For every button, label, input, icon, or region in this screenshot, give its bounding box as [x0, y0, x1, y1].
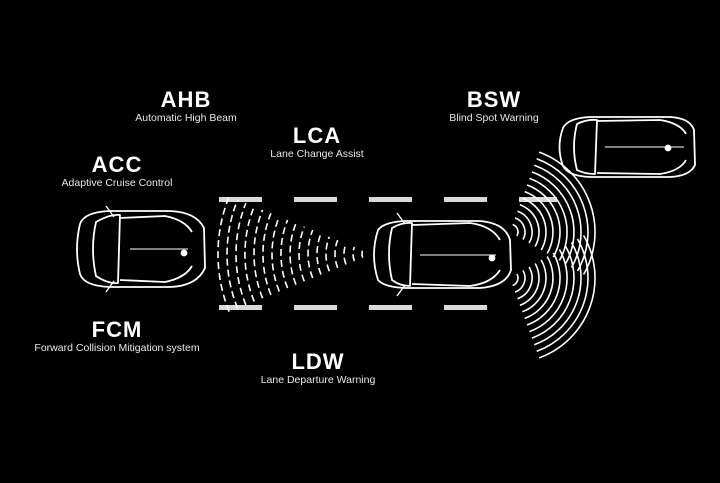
- sensor-wave-arc: [538, 235, 596, 359]
- sensor-wave-arc: [531, 245, 575, 339]
- sensor-wave-arc: [534, 164, 582, 268]
- sensor-wave-arc: [512, 273, 519, 287]
- sensor-wave-arc: [280, 219, 289, 289]
- sensor-wave-arc: [512, 223, 519, 237]
- sensor-wave-arc: [531, 171, 575, 265]
- sensor-wave-arc: [271, 216, 281, 292]
- ahb-abbr: AHB: [160, 87, 212, 112]
- rear-lower-sensor-waves: [512, 235, 596, 359]
- lane-dash: [369, 197, 412, 202]
- sensor-wave-arc: [514, 270, 526, 293]
- acc-label: ACC Adaptive Cruise Control: [62, 153, 173, 190]
- acc-abbr: ACC: [91, 152, 143, 177]
- sensor-wave-arc: [519, 203, 540, 247]
- ldw-name: Lane Departure Warning: [260, 374, 376, 386]
- sensor-wave-arc: [316, 233, 322, 275]
- sensor-wave-arc: [517, 210, 533, 244]
- sensor-wave-arc: [522, 197, 547, 251]
- rear-upper-sensor-waves: [512, 151, 596, 275]
- lane-dash: [444, 197, 487, 202]
- bsw-name: Blind Spot Warning: [449, 112, 539, 124]
- lane-dash: [219, 305, 262, 310]
- bsw-label: BSW Blind Spot Warning: [449, 88, 539, 125]
- sensor-wave-arc: [524, 190, 554, 254]
- sensor-wave-arc: [244, 206, 255, 302]
- front-sensor-waves: [217, 196, 364, 312]
- sensor-wave-arc: [217, 196, 230, 312]
- lane-dash: [294, 305, 337, 310]
- sensor-wave-arc: [262, 212, 272, 296]
- ahb-name: Automatic High Beam: [135, 112, 237, 124]
- sensor-wave-arc: [538, 151, 596, 275]
- lca-name: Lane Change Assist: [270, 148, 364, 160]
- sensor-wave-arc: [536, 238, 589, 353]
- acc-name: Adaptive Cruise Control: [61, 177, 173, 189]
- sensor-wave-arc: [253, 209, 264, 299]
- sensor-wave-arc: [534, 242, 582, 346]
- sensor-wave-arc: [361, 250, 364, 258]
- sensor-wave-arc: [514, 217, 526, 240]
- main-car-icon: [373, 212, 512, 297]
- lane-dash: [444, 305, 487, 310]
- ldw-label: LDW Lane Departure Warning: [261, 350, 376, 387]
- sensor-wave-arc: [529, 177, 568, 261]
- sensor-wave-arc: [307, 229, 314, 279]
- sensor-wave-arc: [519, 263, 540, 307]
- ahb-label: AHB Automatic High Beam: [135, 88, 237, 125]
- sensor-wave-arc: [289, 223, 297, 285]
- ldw-abbr: LDW: [291, 349, 345, 374]
- lane-dash: [369, 305, 412, 310]
- sensor-wave-arc: [524, 256, 554, 320]
- sensor-wave-arc: [298, 226, 306, 282]
- sensor-wave-arc: [235, 202, 247, 306]
- sensor-wave-arc: [529, 249, 568, 333]
- lca-abbr: LCA: [292, 123, 342, 148]
- sensor-wave-arc: [522, 259, 547, 313]
- fcm-name: Forward Collision Mitigation system: [34, 342, 200, 354]
- lane-dash: [294, 197, 337, 202]
- sensor-wave-arc: [352, 246, 356, 262]
- sensor-wave-arc: [334, 239, 339, 269]
- front-car-icon: [76, 205, 206, 293]
- lca-label: LCA Lane Change Assist: [270, 124, 363, 161]
- lane-dash: [219, 197, 262, 202]
- fcm-label: FCM Forward Collision Mitigation system: [34, 318, 199, 355]
- fcm-abbr: FCM: [91, 317, 143, 342]
- sensor-wave-arc: [517, 266, 533, 300]
- sensor-wave-arc: [526, 252, 561, 326]
- bsw-abbr: BSW: [466, 87, 522, 112]
- side-car-icon: [558, 116, 696, 178]
- sensor-wave-arc: [343, 243, 347, 265]
- sensor-wave-arc: [526, 184, 561, 258]
- sensor-wave-arc: [325, 236, 331, 272]
- sensor-wave-arc: [226, 199, 239, 309]
